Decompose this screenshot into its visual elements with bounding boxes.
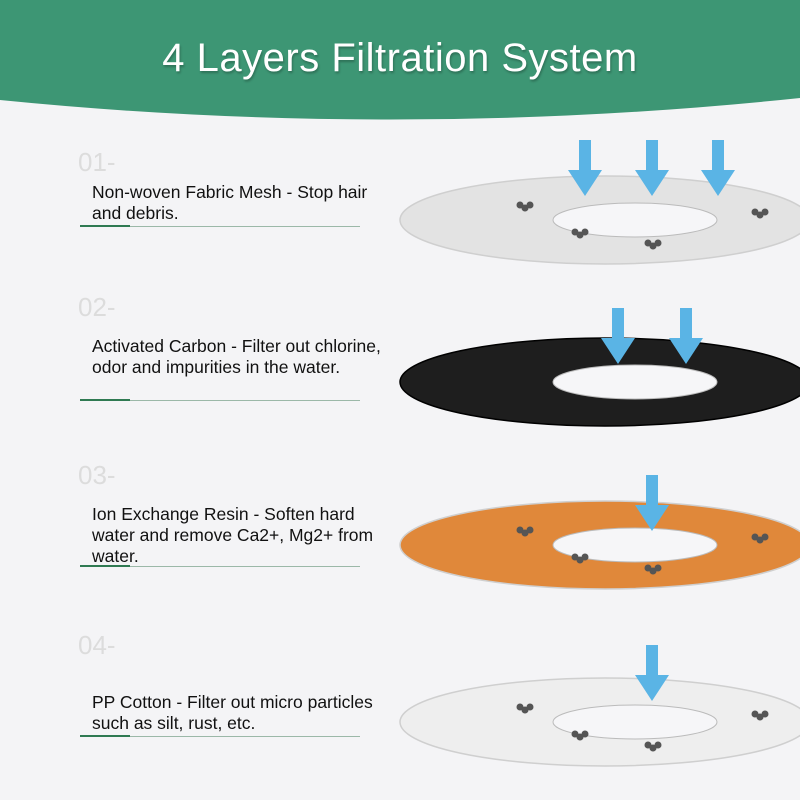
header-banner (0, 0, 800, 120)
filter-layer-illustration-1 (399, 140, 800, 265)
particle-dot (654, 741, 662, 749)
layer-number-2: 02- (78, 292, 116, 322)
filter-disc-2 (399, 337, 800, 427)
particle-dot (761, 710, 769, 718)
layer-number-4: 04- (78, 630, 116, 660)
particle-dot (581, 730, 589, 738)
layer-description-1: Non-woven Fabric Mesh - Stop hair and de… (92, 182, 368, 223)
filter-layer-illustration-3 (399, 475, 800, 590)
particle-dot (526, 201, 534, 209)
flow-arrow-icon (635, 140, 669, 196)
flow-arrow-icon (601, 308, 635, 364)
filter-layer-illustration-2 (399, 308, 800, 427)
particle-dot (761, 208, 769, 216)
flow-arrow-icon (568, 140, 602, 196)
layer-row-3: 03- Ion Exchange Resin - Soften hard wat… (0, 455, 800, 625)
layer-description-4: PP Cotton - Filter out micro particles s… (92, 692, 373, 733)
layer-description-2: Activated Carbon - Filter out chlorine, … (92, 336, 381, 377)
filter-disc-1 (399, 175, 800, 265)
flow-arrow-icon (669, 308, 703, 364)
layer-row-4: 04- PP Cotton - Filter out micro particl… (0, 625, 800, 800)
layer-row-1: 01- Non-woven Fabric Mesh - Stop hair an… (0, 135, 800, 290)
filter-layer-illustration-4 (399, 645, 800, 767)
header: 4 Layers Filtration System (0, 0, 800, 135)
particle-dot (526, 526, 534, 534)
layer-description-3: Ion Exchange Resin - Soften hard water a… (92, 504, 374, 566)
particle-dot (761, 533, 769, 541)
layer-row-2: 02- Activated Carbon - Filter out chlori… (0, 290, 800, 455)
divider (80, 565, 360, 567)
particle-dot (654, 239, 662, 247)
filter-disc-4 (399, 677, 800, 767)
particle-dot (654, 564, 662, 572)
particle-dot (526, 703, 534, 711)
flow-arrow-icon (701, 140, 735, 196)
flow-arrow-icon (635, 475, 669, 531)
particle-dot (581, 228, 589, 236)
divider (80, 399, 360, 401)
particle-dot (581, 553, 589, 561)
divider (80, 225, 360, 227)
flow-arrow-icon (635, 645, 669, 701)
page-title: 4 Layers Filtration System (162, 36, 638, 80)
layer-number-1: 01- (78, 147, 116, 177)
divider (80, 735, 360, 737)
layer-number-3: 03- (78, 460, 116, 490)
filter-disc-3 (399, 500, 800, 590)
